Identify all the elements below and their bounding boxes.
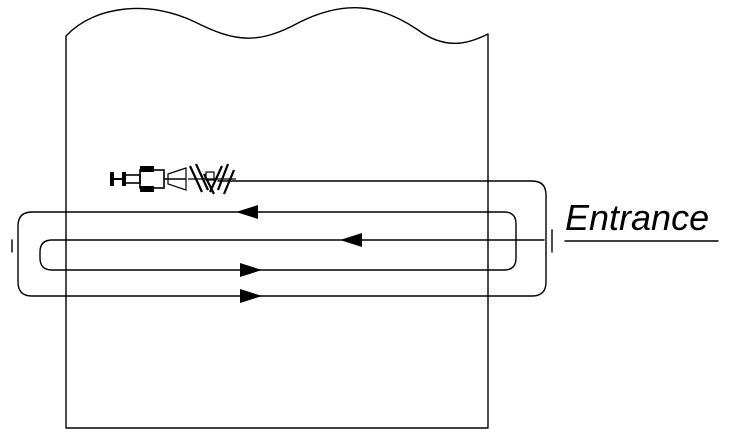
arrow-left-upper <box>236 205 258 219</box>
outer-headland-loop <box>17 180 547 297</box>
arrow-right-middle <box>240 263 262 277</box>
entrance-label: Entrance <box>565 197 709 238</box>
arrow-right-lower <box>240 289 262 303</box>
tractor-with-disc-harrow-icon <box>110 163 236 195</box>
arrow-left-entrance <box>340 233 362 247</box>
field-boundary <box>65 7 489 429</box>
